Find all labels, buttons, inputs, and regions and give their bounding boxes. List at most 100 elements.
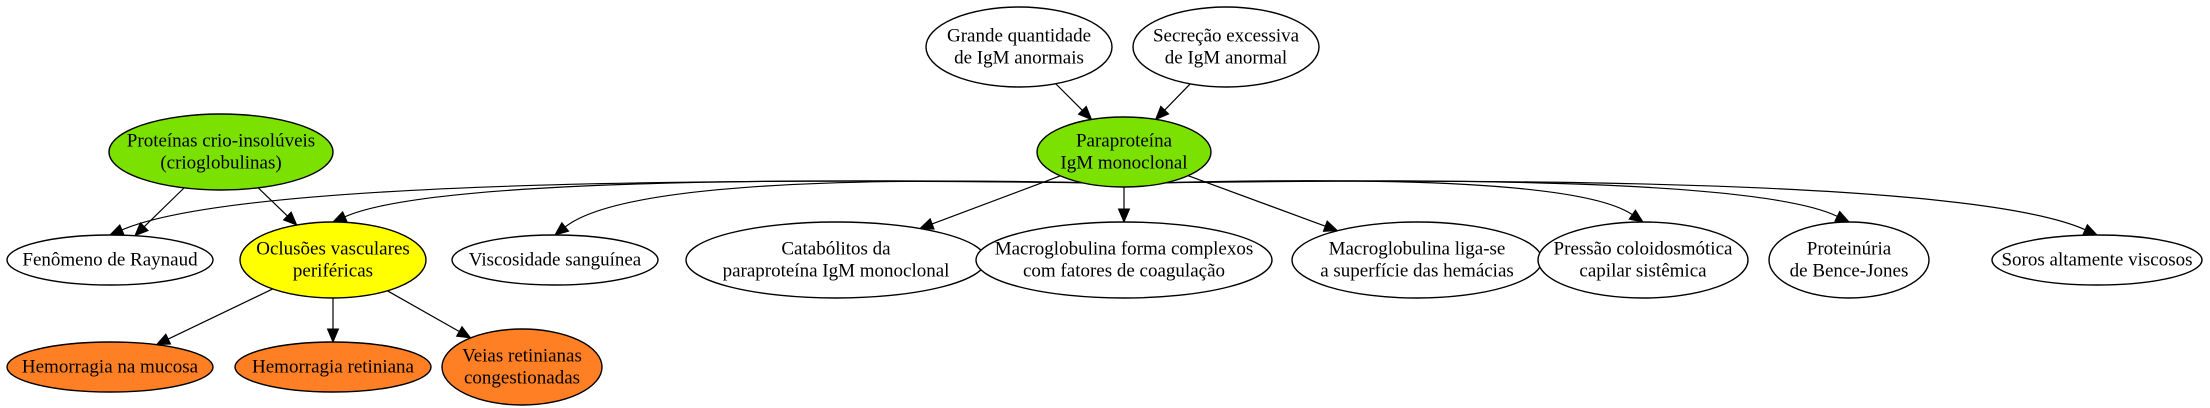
node-ellipse [441,328,603,406]
arrowhead-icon [2082,223,2099,236]
edge-paraproteina-to-oclusoes [331,180,1083,223]
node-proteinas-crio: Proteínas crio-insolúveis(crioglobulinas… [108,113,334,191]
node-label: de Bence-Jones [1790,260,1909,281]
edge-line [387,290,460,333]
node-label: de IgM anormal [1165,47,1287,68]
node-ellipse [1132,6,1320,88]
node-label: congestionadas [464,367,580,388]
edge-line [257,187,288,217]
arrowhead-icon [155,333,172,346]
node-label: (crioglobulinas) [160,152,281,173]
edge-line [1165,180,2086,231]
node-ellipse [108,113,334,191]
node-label: Proteinúria [1807,238,1892,259]
node-label: Oclusões vasculares [256,238,410,259]
node-hemorragia-retiniana: Hemorragia retiniana [234,341,432,393]
edge-line [167,288,273,340]
node-soros: Soros altamente viscosos [1991,234,2203,286]
node-label: Macroglobulina forma complexos [995,238,1254,259]
node-label: IgM monoclonal [1060,152,1187,173]
node-ellipse [925,6,1113,88]
arrowhead-icon [553,221,570,236]
node-label: capilar sistêmica [1579,260,1707,281]
node-label: Hemorragia na mucosa [22,356,199,377]
arrowhead-icon [282,211,298,226]
node-label: Paraproteína [1076,130,1173,151]
edge-line [564,180,1083,228]
edge-line [1055,83,1083,111]
edge-proteinas-crio-to-oclusoes [257,187,298,226]
node-label: Secreção excessiva [1153,25,1300,46]
node-label: Catabólitos da [781,238,891,259]
arrowhead-icon [1322,220,1339,232]
edge-oclusoes-to-veias-retinianas [387,290,472,339]
node-ellipse [6,341,214,393]
edge-line [121,180,1083,231]
edge-secrecao-excessiva-to-paraproteina [1154,83,1191,121]
edge-line [344,180,1083,218]
node-ellipse [1991,234,2203,286]
node-label: Pressão coloidosmótica [1554,238,1733,259]
node-label: periféricas [293,260,373,281]
node-ellipse [975,221,1273,299]
arrowhead-icon [1077,105,1093,121]
edge-line [931,175,1061,225]
arrowhead-icon [331,210,348,223]
node-label: a superfície das hemácias [1320,260,1514,281]
edge-paraproteina-to-viscosidade [553,180,1083,236]
node-ellipse [1537,221,1749,299]
node-ellipse [451,234,659,286]
arrowhead-icon [134,221,149,237]
edge-proteinas-crio-to-raynaud [134,187,185,237]
arrowhead-icon [1628,209,1645,223]
node-label: Macroglobulina liga-se [1329,238,1506,259]
edge-paraproteina-to-raynaud [108,180,1083,236]
node-viscosidade: Viscosidade sanguínea [451,234,659,286]
node-label: Fenômeno de Raynaud [22,249,198,270]
edges-layer [108,83,2099,346]
edge-oclusoes-to-hemorragia-mucosa [155,288,273,346]
node-label: de IgM anormais [954,47,1084,68]
node-label: Proteínas crio-insolúveis [127,130,315,151]
edge-paraproteina-to-macroglobulina-hemacias [1187,175,1339,232]
node-ellipse [234,341,432,393]
arrowhead-icon [1117,208,1131,224]
node-ellipse [239,221,427,299]
node-ellipse [1768,221,1930,299]
arrowhead-icon [918,217,935,230]
edge-paraproteina-to-macroglobulina-complexos [1117,187,1131,224]
node-label: Soros altamente viscosos [2001,249,2192,270]
edge-oclusoes-to-hemorragia-retiniana [326,298,340,344]
node-label: Grande quantidade [947,25,1091,46]
arrowhead-icon [108,223,125,236]
arrowhead-icon [326,328,340,344]
arrowhead-icon [455,325,472,339]
edge-grande-quantidade-to-paraproteina [1055,83,1093,121]
arrowhead-icon [1154,105,1170,121]
edge-line [1165,180,1838,217]
node-ellipse [1036,116,1212,188]
edge-line [1187,175,1326,227]
node-label: Hemorragia retiniana [252,356,415,377]
edge-paraproteina-to-pressao [1165,180,1645,223]
edge-line [1165,180,1633,216]
edge-line [1164,83,1191,111]
edge-paraproteina-to-catabolitos [918,175,1061,230]
node-label: Veias retinianas [462,345,582,366]
node-ellipse [6,234,214,286]
node-label: Viscosidade sanguínea [469,249,642,270]
arrowhead-icon [1834,210,1851,223]
node-hemorragia-mucosa: Hemorragia na mucosa [6,341,214,393]
node-macroglobulina-hemacias: Macroglobulina liga-sea superfície das h… [1291,221,1543,299]
